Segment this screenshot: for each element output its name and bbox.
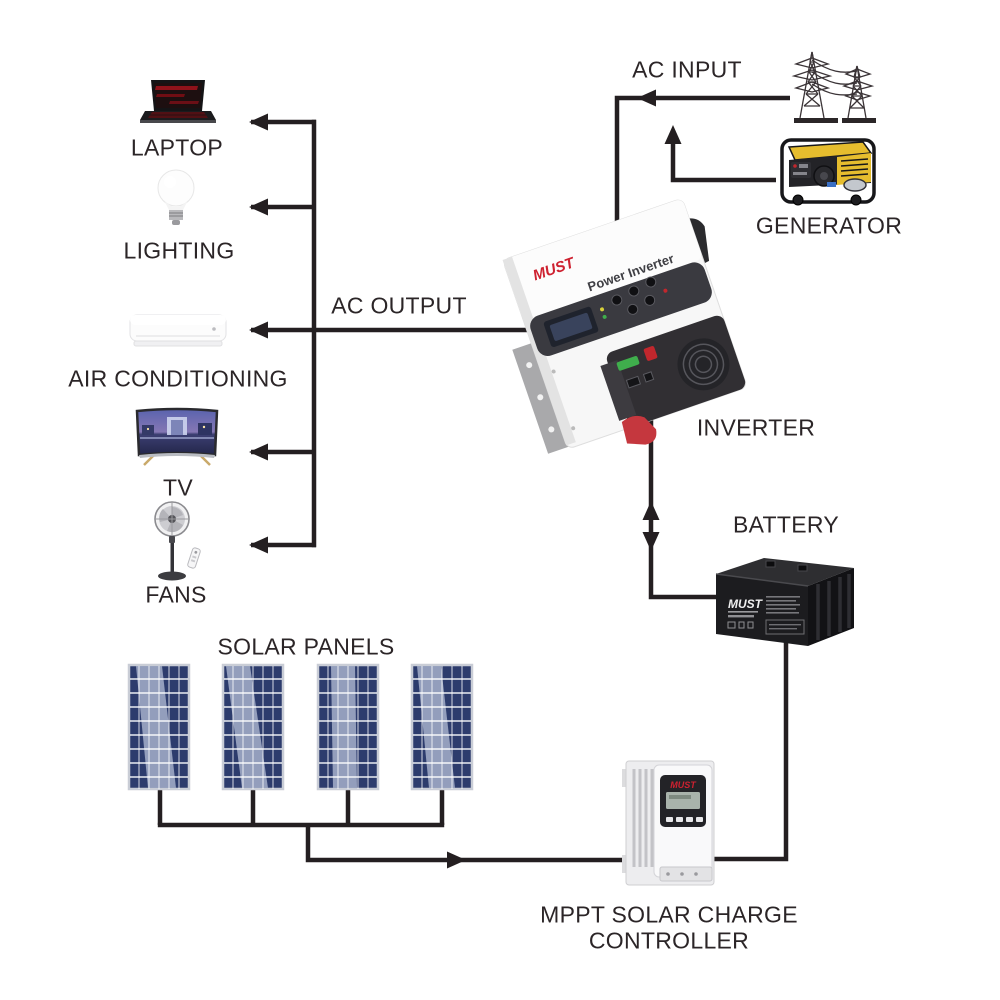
air-conditioner-icon (128, 312, 228, 352)
fans-label: FANS (145, 581, 207, 608)
battery-brand-logo: MUST (728, 597, 764, 611)
utility-grid-icon (786, 44, 878, 124)
inverter-device: MUST Power Inverter (502, 196, 746, 454)
tv-label: TV (163, 474, 193, 501)
ac-output-label: AC OUTPUT (331, 292, 467, 319)
solar-panel (127, 663, 191, 792)
mppt-brand-logo: MUST (670, 780, 697, 790)
solar-panel (316, 663, 380, 792)
tv-icon (134, 407, 220, 469)
light-bulb-icon (156, 168, 196, 230)
solar-panel (410, 663, 474, 792)
lighting-label: LIGHTING (123, 237, 235, 264)
ac-input-label: AC INPUT (632, 56, 742, 83)
battery-device: MUST (708, 548, 858, 650)
mppt-controller-device: MUST (620, 755, 720, 891)
solar-panels-label: SOLAR PANELS (217, 633, 395, 660)
mppt-controller-label-line2: CONTROLLER (588, 927, 750, 954)
generator-icon (777, 135, 880, 209)
laptop-icon (140, 78, 216, 126)
generator-label: GENERATOR (755, 212, 903, 239)
solar-panel (221, 663, 285, 792)
inverter-label: INVERTER (696, 414, 816, 441)
battery-label: BATTERY (732, 511, 840, 538)
standing-fan-icon (145, 500, 207, 584)
air-conditioning-label: AIR CONDITIONING (68, 365, 288, 392)
laptop-label: LAPTOP (130, 134, 224, 161)
arrowheads (249, 89, 682, 869)
mppt-controller-label-line1: MPPT SOLAR CHARGE (540, 901, 798, 928)
